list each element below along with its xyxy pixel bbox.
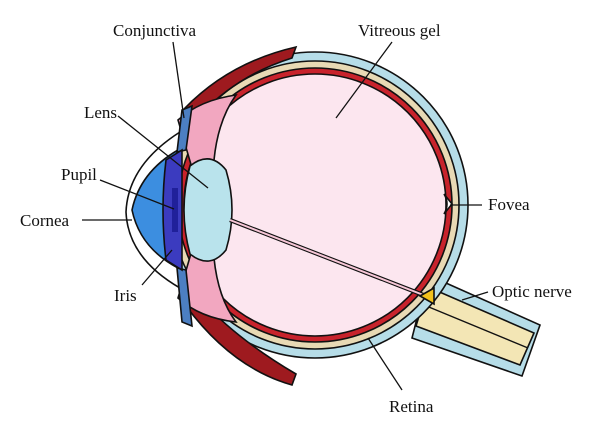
label-retina: Retina (389, 397, 434, 416)
label-vitreous-gel: Vitreous gel (358, 21, 441, 40)
optic-disc (418, 286, 435, 306)
leader-pupil (99, 179, 175, 210)
leader-vitreous (335, 41, 393, 119)
leader-lens (117, 115, 209, 189)
optic-nerve (411, 273, 542, 378)
label-fovea: Fovea (488, 195, 530, 214)
inferior-muscle (184, 299, 297, 386)
leader-conjunctiva (172, 41, 185, 119)
lens-shape (183, 158, 233, 262)
conjunctiva-upper (176, 104, 193, 154)
label-pupil: Pupil (61, 165, 97, 184)
label-cornea: Cornea (20, 211, 70, 230)
label-conjunctiva: Conjunctiva (113, 21, 197, 40)
superior-muscle (183, 45, 298, 115)
label-optic-nerve: Optic nerve (492, 282, 572, 301)
fovea-notch (443, 193, 454, 215)
leader-retina (367, 337, 403, 391)
label-lens: Lens (84, 103, 117, 122)
ciliary-body-upper (177, 93, 238, 170)
pupil-opening (172, 188, 178, 232)
leader-iris (141, 249, 173, 286)
conjunctiva-lower (176, 266, 193, 328)
cornea-outer-curve (125, 131, 181, 289)
leader-optic-nerve (461, 291, 489, 301)
label-iris: Iris (114, 286, 137, 305)
